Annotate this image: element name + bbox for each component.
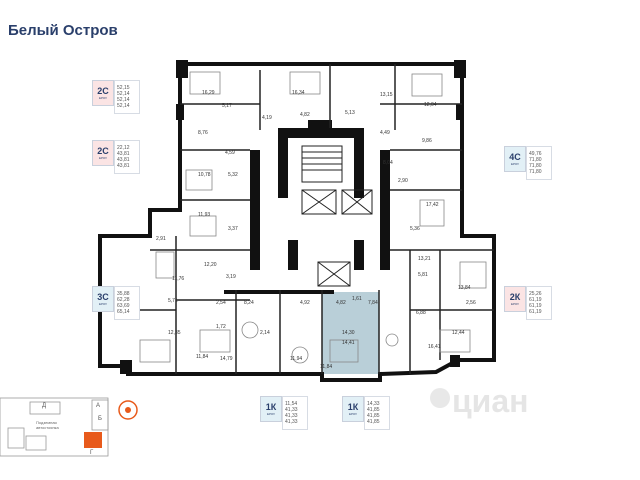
- room-area-label: 14,41: [342, 340, 355, 346]
- selected-flat-highlight: [322, 292, 379, 374]
- room-area-label: 2,91: [156, 236, 166, 242]
- room-area-label: 16,41: [428, 344, 441, 350]
- room-area-label: 11,76: [172, 276, 185, 282]
- room-area-label: 4,19: [262, 115, 272, 121]
- room-area-label: 9,86: [422, 138, 432, 144]
- room-area-label: 12,20: [204, 262, 217, 268]
- room-area-label: 5,36: [410, 226, 420, 232]
- room-area-label: 5,13: [345, 110, 355, 116]
- furniture: [139, 71, 487, 364]
- room-area-label: 1,72: [216, 324, 226, 330]
- room-area-label: 12,04: [424, 102, 437, 108]
- room-area-label: 11,93: [198, 212, 211, 218]
- room-area-label: 8,76: [198, 130, 208, 136]
- interior-walls: [100, 64, 494, 374]
- room-area-label: 4,92: [300, 300, 310, 306]
- room-area-label: 2,54: [216, 300, 226, 306]
- wall-blocks: [120, 60, 466, 374]
- room-area-label: 6,88: [416, 310, 426, 316]
- room-area-label: 7,84: [368, 300, 378, 306]
- room-area-label: 17,42: [426, 202, 439, 208]
- room-area-label: 1,61: [352, 296, 362, 302]
- room-area-label: 14,79: [220, 356, 233, 362]
- room-area-label: 16,29: [202, 90, 215, 96]
- compass-icon: [118, 400, 138, 420]
- room-area-label: 3,37: [228, 226, 238, 232]
- room-area-label: 3,19: [226, 274, 236, 280]
- room-area-label: 13,15: [380, 92, 393, 98]
- room-area-label: 5,32: [228, 172, 238, 178]
- room-area-label: 13,84: [458, 285, 471, 291]
- room-area-label: 5,81: [418, 272, 428, 278]
- room-area-label: 13,21: [418, 256, 431, 262]
- site-plan-letter: А: [96, 403, 101, 409]
- room-area-label: 8,24: [244, 300, 254, 306]
- watermark: циан: [452, 383, 529, 419]
- room-area-label: 12,44: [452, 330, 465, 336]
- room-area-label: 2,56: [466, 300, 476, 306]
- site-plan-caption: Подземная автостоянка: [36, 420, 59, 430]
- site-plan: [0, 397, 109, 457]
- watermark-icon: [430, 388, 450, 408]
- room-area-label: 8,04: [383, 160, 393, 166]
- room-area-label: 4,82: [300, 112, 310, 118]
- outer-walls: [98, 62, 496, 382]
- room-area-label: 12,35: [168, 330, 181, 336]
- room-area-label: 4,49: [380, 130, 390, 136]
- site-plan-letter: Д: [42, 403, 47, 409]
- room-area-label: 5,17: [222, 103, 232, 109]
- room-area-label: 16,34: [292, 90, 305, 96]
- room-area-label: 11,94: [290, 356, 303, 362]
- room-area-label: 10,78: [198, 172, 211, 178]
- site-plan-current-block: [84, 432, 102, 448]
- site-plan-letter: Б: [98, 416, 102, 422]
- room-area-label: 14,30: [342, 330, 355, 336]
- site-plan-letter: Г: [90, 450, 94, 456]
- room-area-label: 11,84: [320, 364, 333, 370]
- project-title: Белый Остров: [8, 22, 118, 39]
- room-area-label: 4,82: [336, 300, 346, 306]
- elevator-shafts: [301, 145, 373, 287]
- room-area-label: 2,90: [398, 178, 408, 184]
- room-area-label: 5,71: [168, 298, 178, 304]
- room-area-label: 4,59: [225, 150, 235, 156]
- room-area-label: 11,84: [196, 354, 209, 360]
- room-area-label: 2,14: [260, 330, 270, 336]
